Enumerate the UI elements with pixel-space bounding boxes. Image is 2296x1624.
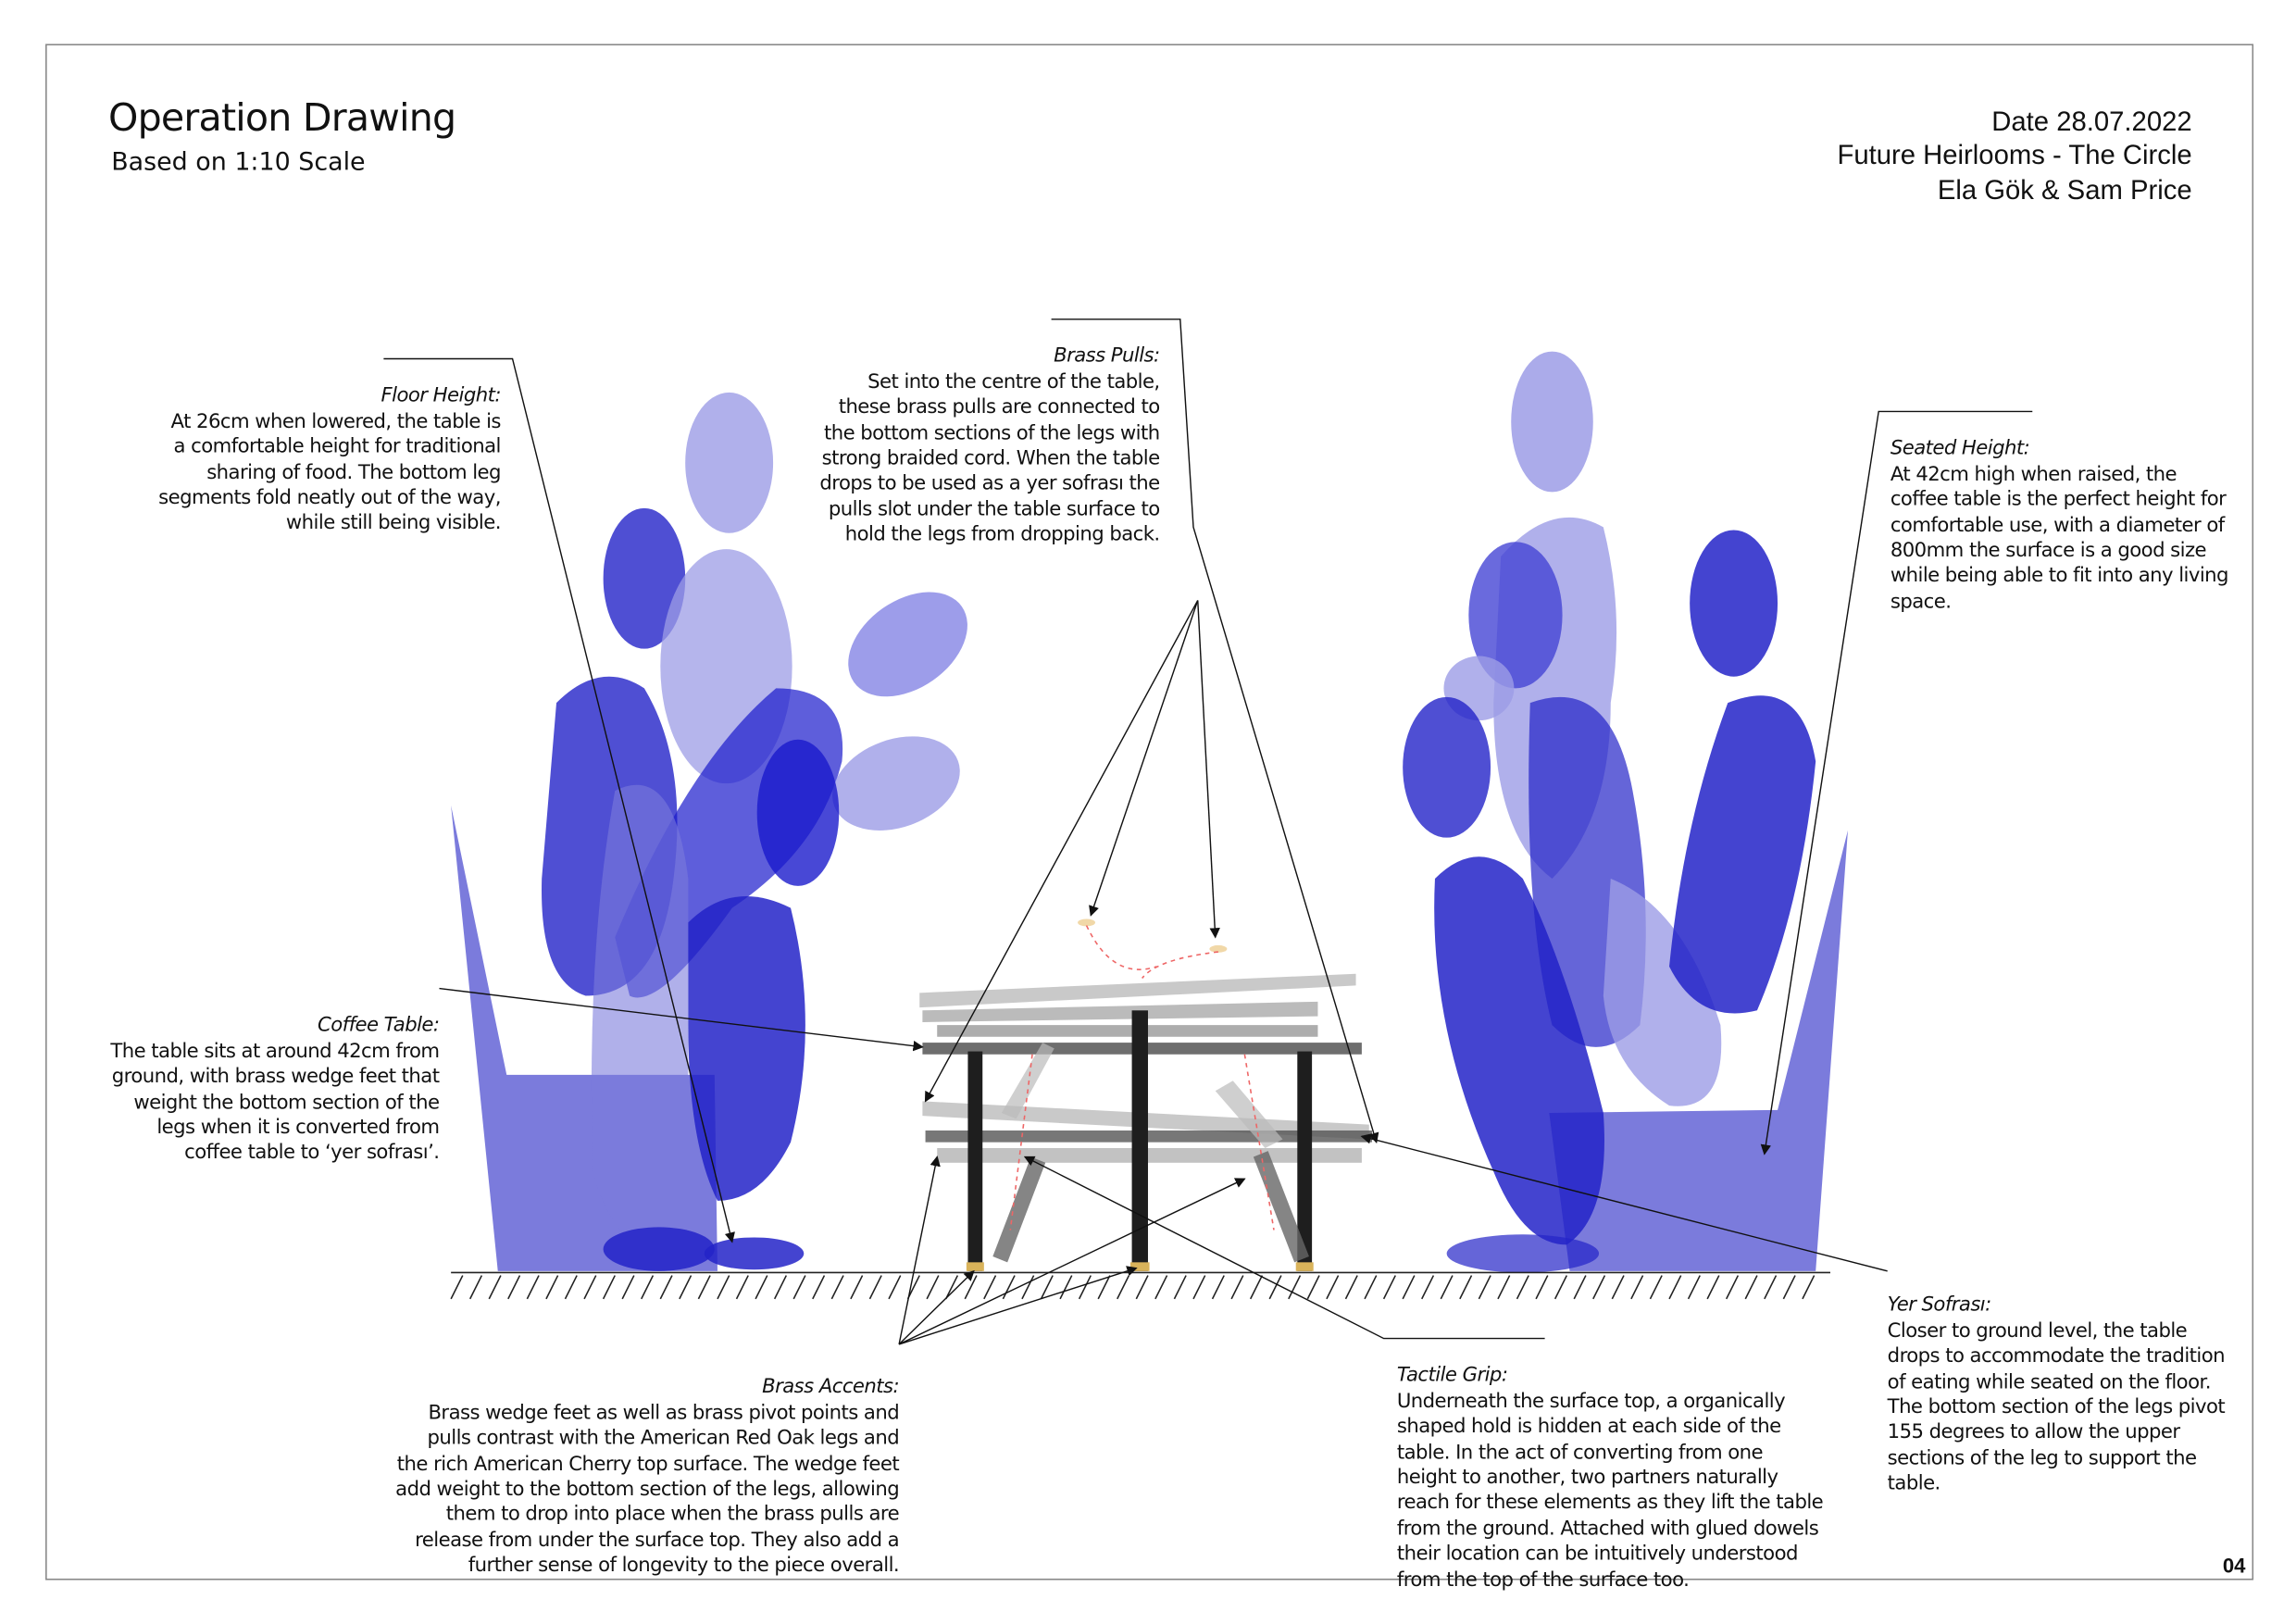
annotation-body: Closer to ground level, the table drops … bbox=[1887, 1320, 2226, 1496]
project-name: Future Heirlooms - The Circle bbox=[1837, 139, 2192, 170]
annotation-body: The table sits at around 42cm from groun… bbox=[110, 1041, 440, 1166]
ground-line bbox=[450, 1271, 1830, 1300]
scale-subtitle: Based on 1:10 Scale bbox=[111, 147, 366, 178]
annotation-heading: Coffee Table: bbox=[318, 1015, 440, 1038]
annotation-heading: Floor Height: bbox=[381, 385, 502, 408]
annotation-floor-height: Floor Height: At 26cm when lowered, the t… bbox=[158, 358, 501, 537]
right-figures bbox=[1403, 351, 1816, 1273]
title-block: Date 28.07.2022 Future Heirlooms - The C… bbox=[1837, 104, 2191, 206]
annotation-tactile-grip: Tactile Grip: Underneath the surface top,… bbox=[1396, 1339, 1824, 1593]
annotation-yer-sofrasi: Yer Sofrası:Closer to ground level, the … bbox=[1887, 1268, 2226, 1498]
annotation-heading: Brass Pulls: bbox=[1054, 345, 1160, 369]
annotation-body: At 42cm high when raised, the coffee tab… bbox=[1890, 464, 2229, 614]
page-title: Operation Drawing bbox=[108, 96, 456, 141]
date: Date 28.07.2022 bbox=[1991, 105, 2192, 137]
annotation-body: At 26cm when lowered, the table is a com… bbox=[158, 411, 501, 535]
page-number: 04 bbox=[2222, 1554, 2246, 1578]
annotation-brass-accents: Brass Accents:Brass wedge feet as well a… bbox=[395, 1350, 900, 1580]
annotation-heading: Seated Height: bbox=[1890, 438, 2030, 461]
annotation-body: Set into the centre of the table, these … bbox=[819, 371, 1160, 547]
annotation-coffee-table: Coffee Table: The table sits at around 42… bbox=[110, 989, 440, 1168]
annotation-brass-pulls: Brass Pulls:Set into the centre of the t… bbox=[819, 319, 1160, 549]
authors: Ela Gök & Sam Price bbox=[1937, 173, 2192, 205]
annotation-seated-height: Seated Height: At 42cm high when raised, … bbox=[1890, 411, 2229, 615]
annotation-heading: Brass Accents: bbox=[762, 1377, 900, 1400]
left-figures bbox=[542, 392, 967, 1271]
sheet-border bbox=[45, 44, 2254, 1580]
table-illustration bbox=[919, 918, 1372, 1271]
annotation-heading: Yer Sofrası: bbox=[1887, 1294, 1992, 1318]
annotation-body: Brass wedge feet as well as brass pivot … bbox=[395, 1402, 900, 1578]
annotation-body: Underneath the surface top, a organicall… bbox=[1396, 1391, 1824, 1592]
right-chair bbox=[1549, 830, 1848, 1271]
annotation-heading: Tactile Grip: bbox=[1396, 1365, 1508, 1388]
leader-lines bbox=[383, 319, 2033, 1345]
